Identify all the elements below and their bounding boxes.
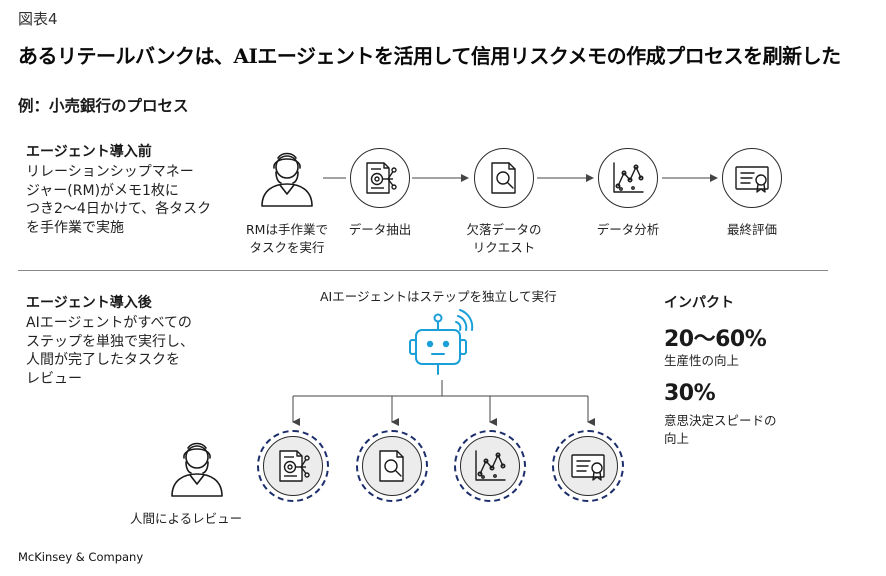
page-title: あるリテールバンクは、AIエージェントを活用して信用リスクメモの作成プロセスを刷… bbox=[18, 44, 841, 68]
rm-manual-label: RMは手作業で タスクを実行 bbox=[227, 221, 347, 257]
impact-heading: インパクト bbox=[664, 295, 734, 311]
certificate-icon bbox=[735, 166, 769, 193]
before-description-line: リレーションシップマネー bbox=[26, 164, 194, 180]
after-description-line: ステップを単独で実行し、 bbox=[26, 333, 194, 350]
before-description-line: を手作業で実施 bbox=[26, 219, 124, 236]
step-data-analysis bbox=[598, 148, 658, 208]
document-search-icon bbox=[379, 450, 404, 482]
section-divider bbox=[18, 270, 828, 271]
rm-manual-label-line: タスクを実行 bbox=[249, 240, 325, 255]
before-description-line: つき2〜4日かけて、各タスク bbox=[26, 201, 212, 217]
after-description-line: 人間が完了したタスクを bbox=[26, 352, 180, 368]
agent-step-inner bbox=[362, 436, 422, 496]
step-label: データ抽出 bbox=[320, 221, 440, 239]
before-description: リレーションシップマネー ジャー(RM)がメモ1枚に つき2〜4日かけて、各タス… bbox=[26, 163, 216, 237]
impact-description-line: 生産性の向上 bbox=[664, 353, 740, 368]
after-heading: エージェント導入後 bbox=[26, 295, 152, 311]
document-extract-icon bbox=[366, 162, 397, 194]
agent-step-final-evaluation bbox=[552, 430, 624, 502]
step-request-missing-data bbox=[474, 148, 534, 208]
ai-agent-robot-icon bbox=[409, 309, 474, 375]
step-label-line: 欠落データの bbox=[466, 222, 542, 237]
before-description-line: ジャー(RM)がメモ1枚に bbox=[26, 182, 179, 199]
agent-step-inner bbox=[263, 436, 323, 496]
step-label: データ分析 bbox=[568, 221, 688, 239]
agent-step-request-missing-data bbox=[356, 430, 428, 502]
certificate-icon bbox=[571, 454, 605, 481]
chart-analysis-icon bbox=[613, 162, 644, 193]
step-final-evaluation bbox=[722, 148, 782, 208]
before-flow-connectors bbox=[323, 174, 718, 182]
human-review-label: 人間によるレビュー bbox=[130, 511, 243, 526]
impact-description-line: 意思決定スピードの bbox=[664, 413, 777, 428]
impact-description: 意思決定スピードの 向上 bbox=[664, 412, 777, 448]
person-icon bbox=[171, 442, 223, 497]
step-label-line: データ抽出 bbox=[348, 222, 412, 237]
agent-step-inner bbox=[460, 436, 520, 496]
document-search-icon bbox=[491, 162, 516, 194]
footer-brand: McKinsey & Company bbox=[18, 550, 144, 564]
impact-value: 30% bbox=[664, 381, 716, 406]
step-label: 欠落データの リクエスト bbox=[444, 221, 564, 257]
subtitle: 例：小売銀行のプロセス bbox=[18, 97, 189, 115]
after-branch-connectors bbox=[292, 380, 595, 426]
agent-step-data-extract bbox=[257, 430, 329, 502]
step-label-line: 最終評価 bbox=[726, 222, 777, 237]
after-description-line: AIエージェントがすべての bbox=[26, 315, 192, 331]
exhibit-label: 図表4 bbox=[18, 10, 58, 28]
chart-analysis-icon bbox=[475, 450, 506, 481]
person-icon bbox=[261, 152, 313, 207]
after-description-line: レビュー bbox=[26, 370, 82, 387]
rm-manual-label-line: RMは手作業で bbox=[246, 222, 328, 237]
before-heading: エージェント導入前 bbox=[26, 144, 152, 160]
ai-agent-label: AIエージェントはステップを独立して実行 bbox=[320, 289, 557, 304]
impact-description-line: 向上 bbox=[664, 431, 690, 446]
agent-step-data-analysis bbox=[454, 430, 526, 502]
agent-step-inner bbox=[558, 436, 618, 496]
document-extract-icon bbox=[279, 450, 310, 482]
step-label-line: データ分析 bbox=[596, 222, 660, 237]
impact-description: 生産性の向上 bbox=[664, 352, 739, 370]
after-description: AIエージェントがすべての ステップを単独で実行し、 人間が完了したタスクを レ… bbox=[26, 314, 216, 388]
step-label: 最終評価 bbox=[692, 221, 812, 239]
step-label-line: リクエスト bbox=[472, 240, 536, 255]
step-data-extract bbox=[350, 148, 410, 208]
impact-value: 20〜60% bbox=[664, 327, 767, 352]
